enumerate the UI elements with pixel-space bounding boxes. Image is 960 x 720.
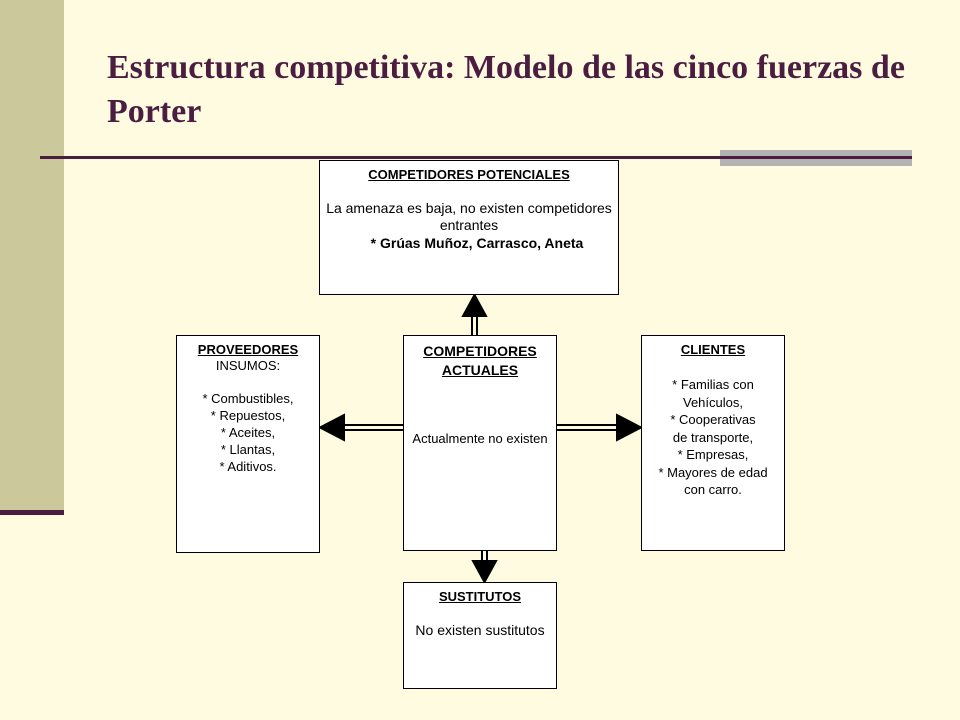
current-competitors-box: COMPETIDORES ACTUALES Actualmente no exi… bbox=[403, 335, 557, 551]
suppliers-subheading: INSUMOS: bbox=[215, 358, 281, 373]
clients-box: CLIENTES * Familias con Vehículos, * Coo… bbox=[641, 335, 785, 551]
substitutes-box: SUSTITUTOS No existen sustitutos bbox=[403, 582, 557, 689]
client-item: * Cooperativas bbox=[670, 412, 756, 427]
potential-competitors-box: COMPETIDORES POTENCIALES La amenaza es b… bbox=[319, 160, 619, 295]
arrow-right bbox=[557, 413, 644, 442]
supplier-item: * Aceites, bbox=[220, 425, 276, 440]
client-item: * Empresas, bbox=[677, 447, 749, 462]
arrow-down bbox=[471, 551, 498, 585]
title-divider bbox=[40, 156, 912, 159]
left-decorative-band bbox=[0, 0, 64, 511]
slide-title: Estructura competitiva: Modelo de las ci… bbox=[107, 49, 905, 130]
supplier-item: * Llantas, bbox=[220, 442, 276, 457]
current-competitors-heading: COMPETIDORES ACTUALES bbox=[423, 343, 537, 378]
substitutes-description: No existen sustitutos bbox=[415, 622, 545, 638]
supplier-item: * Combustibles, bbox=[202, 391, 294, 406]
title-divider-accent bbox=[720, 150, 912, 166]
arrow-up bbox=[461, 292, 488, 335]
client-item: * Mayores de edad bbox=[658, 464, 768, 480]
substitutes-heading: SUSTITUTOS bbox=[438, 589, 522, 604]
client-item: con carro. bbox=[684, 482, 742, 497]
suppliers-box: PROVEEDORES INSUMOS: * Combustibles, * R… bbox=[176, 335, 320, 553]
potential-competitors-description: La amenaza es baja, no existen competido… bbox=[326, 200, 612, 233]
potential-competitors-examples: * Grúas Muñoz, Carrasco, Aneta bbox=[370, 235, 584, 251]
suppliers-list: * Combustibles, * Repuestos, * Aceites, … bbox=[177, 390, 319, 475]
clients-heading: CLIENTES bbox=[680, 342, 746, 357]
left-accent-bar bbox=[0, 510, 64, 515]
clients-list: * Familias con Vehículos, * Cooperativas… bbox=[642, 376, 784, 499]
supplier-item: * Repuestos, bbox=[210, 408, 286, 423]
potential-competitors-heading: COMPETIDORES POTENCIALES bbox=[368, 167, 570, 182]
suppliers-heading: PROVEEDORES bbox=[197, 342, 299, 357]
supplier-item: * Aditivos. bbox=[219, 459, 277, 474]
arrow-left bbox=[317, 413, 403, 442]
client-item: Vehículos, bbox=[683, 394, 743, 410]
client-item: de transporte, bbox=[672, 429, 754, 445]
current-competitors-description: Actualmente no existen bbox=[412, 431, 548, 446]
client-item: * Familias con bbox=[672, 377, 754, 392]
